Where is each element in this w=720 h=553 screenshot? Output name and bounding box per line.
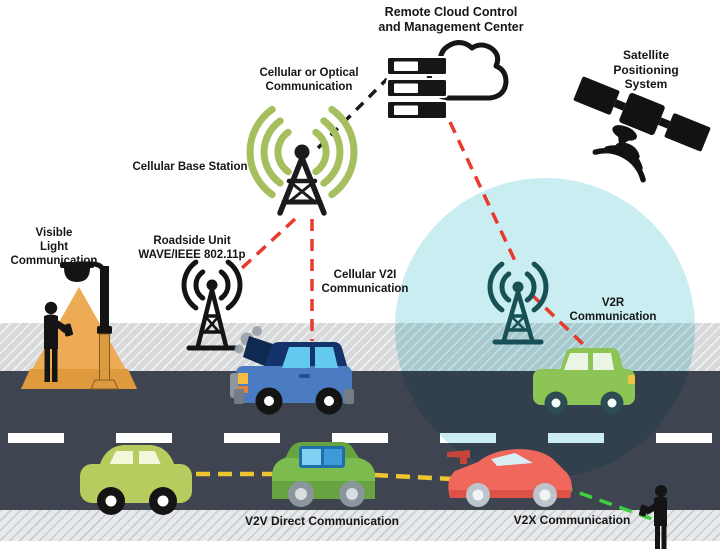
car-vintage-icon [272,442,375,507]
cell-tower-icon [246,105,358,216]
remote-cloud-label: Remote Cloud Control and Management Cent… [378,5,524,35]
cellular-v2i-label: Cellular V2I Communication [321,269,409,296]
car-sports-icon [447,449,572,507]
visible-light-label: Visible Light Communication [10,227,98,268]
broken-car-icon [230,326,354,415]
light-cone [21,287,137,389]
base-station-label: Cellular Base Station [132,161,248,173]
lower-sidewalk [0,510,720,541]
lane-markings [0,433,720,443]
cloud-server-icon [386,40,509,120]
v2r-car-link [529,292,587,348]
cellular-optical-label: Cellular or Optical Communication [259,67,359,94]
v2r-unit-icon [487,261,549,345]
cloud-v2r-link [448,121,518,264]
car-green-suv-icon [533,348,635,415]
pedestrian-vlc-icon [44,301,74,382]
v2v-link [196,471,453,482]
cellular-coverage-zone [395,178,695,478]
roadside-unit-label: Roadside Unit WAVE/IEEE 802.11p [138,235,246,262]
v2x-label: V2X Communication [513,513,631,527]
cellular-optical-link [316,77,389,150]
tower-rsu-link [239,217,297,271]
street-lamp-icon [60,261,119,390]
roadside-unit-icon [181,259,243,351]
v2r-label: V2R Communication [569,297,657,324]
satellite-icon [573,76,711,183]
pedestrian-v2x-icon [638,485,667,549]
satellite-label: Satellite Positioning System [613,48,679,92]
car-lime-icon [80,445,192,515]
v2v-label: V2V Direct Communication [244,514,400,528]
